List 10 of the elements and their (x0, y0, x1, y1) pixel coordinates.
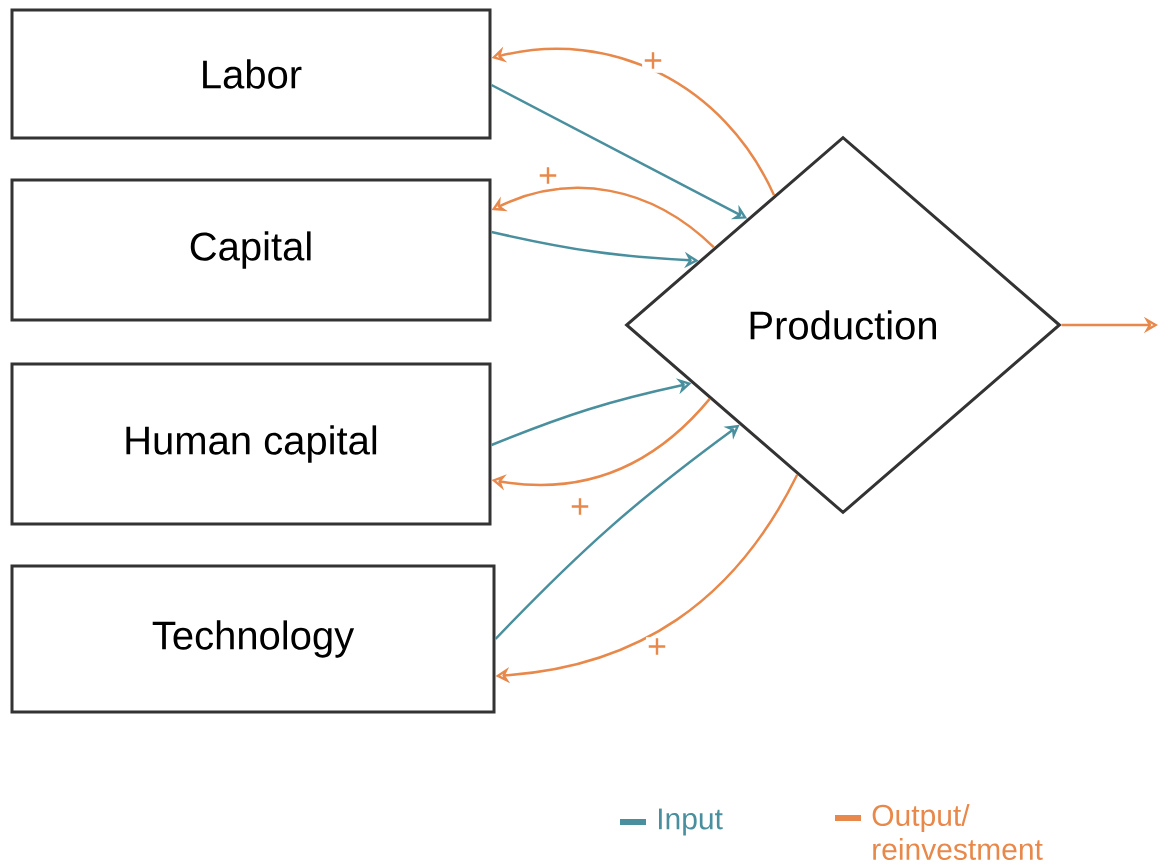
input-box: Capital (10, 178, 492, 322)
edge-label: + (537, 166, 559, 188)
input-box: Technology (10, 564, 496, 714)
input-box: Labor (10, 8, 492, 140)
legend-label: Output/ reinvestment (872, 804, 1043, 861)
edge-label: + (642, 51, 664, 73)
legend-label: Input (659, 808, 723, 836)
input-box: Human capital (10, 362, 492, 526)
edge-label: + (569, 497, 591, 519)
edge-label: + (646, 637, 668, 659)
